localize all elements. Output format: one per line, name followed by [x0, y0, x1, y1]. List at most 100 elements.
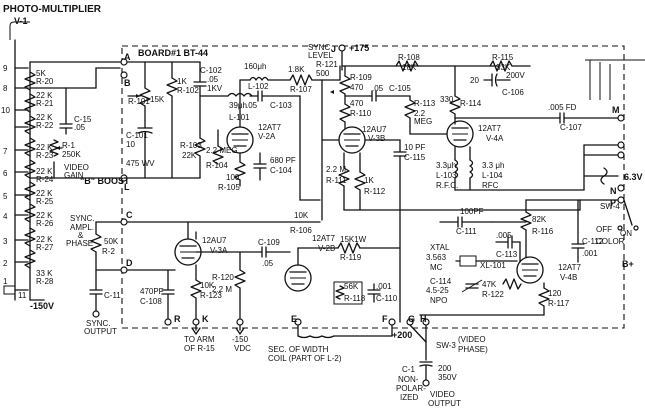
sync-amp-l1: SYNC. — [70, 214, 94, 223]
pin-2: 2 — [3, 259, 8, 268]
vdc-1: -150 — [232, 335, 249, 344]
c11-capacitor — [89, 269, 103, 318]
sync-level-l1: SYNC. — [308, 43, 332, 52]
r121-ref: R-121 — [316, 60, 338, 69]
r107-value: 1.8K — [288, 65, 305, 74]
r113-unit: MEG — [414, 117, 432, 126]
c110-capacitor — [367, 283, 381, 303]
c114-unit: NPO — [430, 296, 447, 305]
r116-ref: R-116 — [532, 227, 554, 236]
v4b-type: 12AT7 — [558, 263, 582, 272]
c113-ref: C-113 — [496, 250, 518, 259]
terminal-h-label: H — [420, 314, 427, 324]
r116-value: 82K — [532, 215, 547, 224]
terminal-n-label: N — [610, 186, 617, 196]
arm-note-1: TO ARM — [184, 335, 215, 344]
c1-ref: C-1 — [402, 365, 415, 374]
v4a-ref: V-4A — [486, 134, 504, 143]
r120-ref: R-120 — [212, 273, 234, 282]
right-edge-bus — [585, 59, 645, 100]
board-label: BOARD#1 BT-44 — [138, 48, 208, 58]
c1-note-1: NON- — [398, 375, 419, 384]
pin-9: 9 — [3, 64, 8, 73]
c101-value: 10 — [126, 140, 135, 149]
pin-11: 11 — [18, 291, 27, 300]
v3b-ref: V-3B — [368, 134, 385, 143]
l103-kind: R.F.C. — [436, 181, 458, 190]
l102-ref: L-102 — [248, 82, 269, 91]
r20-value: 5K — [36, 69, 46, 78]
r119-resistor — [297, 242, 401, 254]
c104-ref: C-104 — [270, 166, 292, 175]
terminal-r-label: R — [174, 314, 181, 324]
r121-pot — [321, 79, 341, 221]
r117-value: 120 — [548, 289, 562, 298]
v3a-type: 12AU7 — [202, 236, 227, 245]
r102-value: 1K — [177, 77, 187, 86]
v4a-elements — [451, 127, 469, 141]
heater-terminal-2 — [617, 151, 625, 159]
pin-5: 5 — [3, 192, 8, 201]
video-output-1: VIDEO — [430, 390, 455, 399]
c102-rating: 1KV — [207, 84, 223, 93]
sw3-switch — [409, 324, 427, 361]
c15-ref: C-15 — [74, 115, 92, 124]
terminal-k — [192, 318, 200, 326]
r112-resistor — [354, 152, 366, 199]
r111-resistor — [338, 152, 350, 195]
v2a-type: 12AT7 — [258, 123, 282, 132]
c115-ref: C-115 — [404, 153, 426, 162]
r25-ref: R-25 — [36, 197, 54, 206]
video-gain-label-1: VIDEO — [64, 163, 89, 172]
r112-value: 1K — [364, 176, 374, 185]
boost-label: "B" BOOST — [80, 176, 130, 186]
v3b-elements — [321, 133, 361, 147]
c106-capacitor — [483, 73, 511, 87]
r113-ref: R-113 — [414, 99, 436, 108]
r122-resistor — [502, 278, 522, 290]
c114-ref: C-114 — [430, 277, 452, 286]
c110-value: .001 — [376, 282, 392, 291]
r108-resistor — [395, 60, 419, 72]
input-wires — [29, 61, 121, 179]
r117-ref: R-117 — [548, 299, 570, 308]
c112-capacitor — [571, 231, 585, 263]
r24-value: 22 K — [36, 167, 53, 176]
terminal-d — [120, 266, 128, 274]
r123-value: 10K — [200, 281, 215, 290]
l103-inductor — [454, 146, 459, 179]
pin-10: 10 — [1, 106, 10, 115]
c109-ref: C-109 — [258, 238, 280, 247]
v2a-elements — [231, 133, 249, 147]
r110-value: 470 — [350, 99, 364, 108]
xtal-unit: MC — [430, 263, 443, 272]
c114-capacitor — [461, 279, 483, 293]
pin-3: 3 — [3, 237, 8, 246]
l104-kind: RFC — [482, 181, 499, 190]
terminal-j-label: J — [331, 44, 336, 54]
r109-ref: R-109 — [350, 73, 372, 82]
r1-ref: R-1 — [62, 141, 75, 150]
r121-value: 500 — [316, 69, 330, 78]
c115-value: 10 PF — [404, 143, 425, 152]
c108-ref: C-108 — [140, 297, 162, 306]
c103-ref: C-103 — [270, 101, 292, 110]
r106-ref: R-106 — [290, 226, 312, 235]
sw3-label-2: PHASE) — [458, 345, 488, 354]
r110-ref: R-110 — [350, 109, 372, 118]
r119-value: 15K1W — [340, 235, 367, 244]
pin-6: 6 — [3, 169, 8, 178]
r26-value: 22 K — [36, 211, 53, 220]
l101-inductor — [199, 92, 253, 97]
c104-value: 680 PF — [270, 156, 296, 165]
r103-resistor — [171, 95, 206, 179]
sw4-ref: SW-4 — [600, 202, 620, 211]
r108-ref: R-108 — [398, 53, 420, 62]
r115-ref: R-115 — [492, 53, 514, 62]
r120-value: 2.2 M — [212, 285, 232, 294]
v2b-elements — [289, 247, 307, 285]
r113-resistor — [404, 95, 416, 127]
xtal-ref: XL-101 — [480, 261, 506, 270]
supply-plus-200: +200 — [392, 330, 412, 340]
sync-output-l2: OUTPUT — [84, 327, 117, 336]
